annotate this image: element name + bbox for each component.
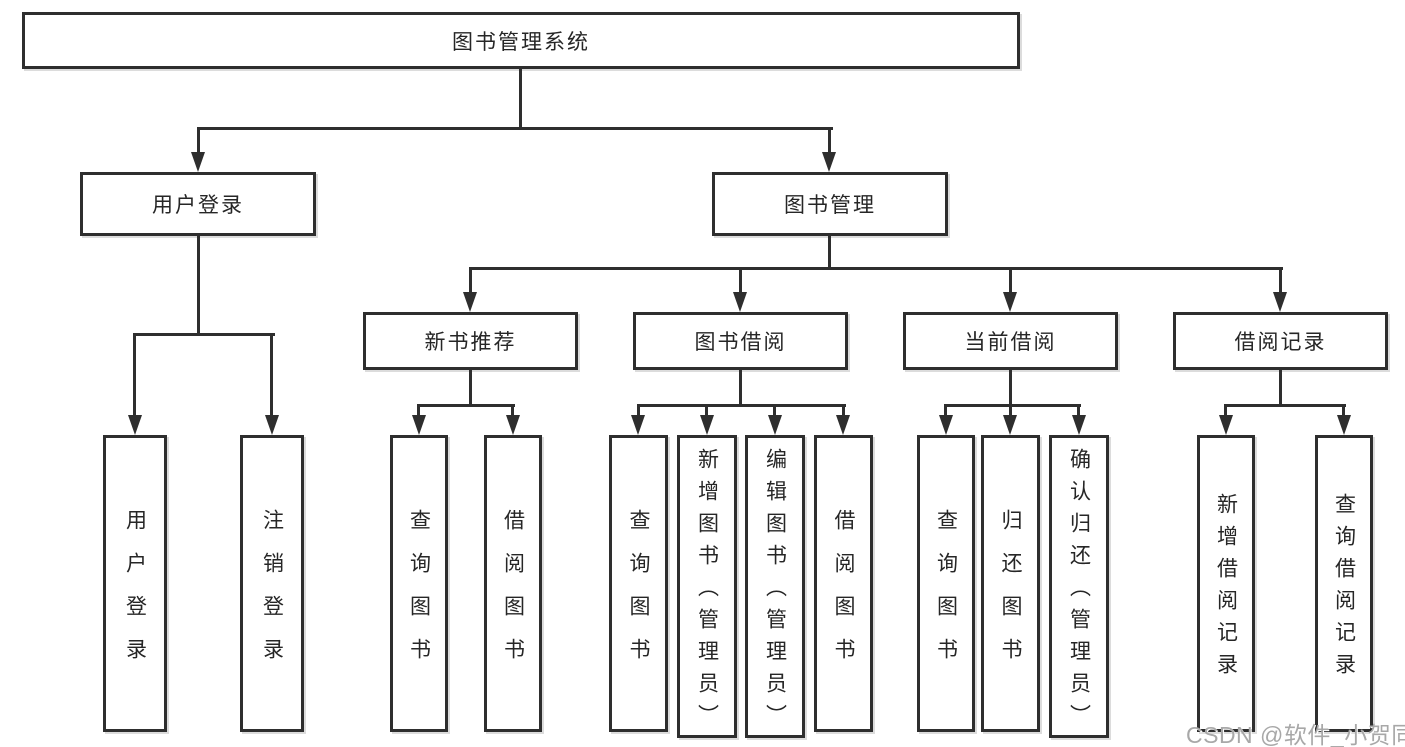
leaf-confirm-return-admin-label: 确认归还（管理员） <box>1067 448 1091 736</box>
leaf-borrow-book-recommend-label: 借阅图书 <box>501 508 525 681</box>
connector-drop-cur-confirm <box>1077 404 1080 417</box>
leaf-return-book-label: 归还图书 <box>999 508 1022 681</box>
arrowhead <box>836 415 850 435</box>
arrowhead <box>128 415 142 435</box>
leaf-confirm-return-admin: 确认归还（管理员） <box>1049 435 1109 738</box>
leaf-edit-book-admin: 编辑图书（管理员） <box>745 435 805 738</box>
arrowhead <box>265 415 279 435</box>
arrowhead <box>631 415 645 435</box>
connector-drop-current-borrow <box>1009 267 1012 294</box>
connector-current-bar <box>944 404 1081 407</box>
connector-drop-bor-query <box>637 404 640 417</box>
node-book-borrow: 图书借阅 <box>633 312 848 370</box>
connector-drop-rec-borrow <box>511 404 514 417</box>
connector-drop-user-login <box>197 127 200 154</box>
connector-root-bar <box>197 127 833 130</box>
connector-recommend-stem <box>469 370 472 407</box>
leaf-borrow-book-recommend: 借阅图书 <box>484 435 542 732</box>
connector-borrow-stem <box>739 370 742 407</box>
arrowhead <box>1273 292 1287 312</box>
connector-borrow-bar <box>637 404 846 407</box>
leaf-query-book-recommend: 查询图书 <box>390 435 448 732</box>
connector-user-login-bar <box>133 333 275 336</box>
leaf-logout: 注销登录 <box>240 435 304 732</box>
leaf-add-book-admin: 新增图书（管理员） <box>677 435 737 738</box>
connector-drop-log-add <box>1224 404 1227 417</box>
leaf-query-book-borrow-label: 查询图书 <box>627 508 650 681</box>
node-borrow-records: 借阅记录 <box>1173 312 1388 370</box>
connector-drop-bor-borrow <box>842 404 845 417</box>
node-user-login-label: 用户登录 <box>152 194 244 217</box>
arrowhead <box>463 292 477 312</box>
leaf-add-borrow-record: 新增借阅记录 <box>1197 435 1255 732</box>
leaf-query-book-recommend-label: 查询图书 <box>407 508 431 681</box>
leaf-add-borrow-record-label: 新增借阅记录 <box>1214 493 1238 685</box>
arrowhead <box>412 415 426 435</box>
connector-recommend-bar <box>417 404 515 407</box>
connector-drop-bor-add <box>705 404 708 417</box>
leaf-edit-book-admin-label: 编辑图书（管理员） <box>763 448 787 736</box>
leaf-borrow-book-label: 借阅图书 <box>832 508 855 681</box>
leaf-query-borrow-record-label: 查询借阅记录 <box>1332 493 1356 685</box>
connector-user-login-stem <box>197 236 200 336</box>
connector-records-stem <box>1279 370 1282 407</box>
node-current-borrow-label: 当前借阅 <box>964 331 1057 354</box>
arrowhead <box>939 415 953 435</box>
leaf-query-book-borrow: 查询图书 <box>609 435 668 732</box>
arrowhead <box>768 415 782 435</box>
connector-drop-cur-return <box>1009 404 1012 417</box>
node-new-book-recommend-label: 新书推荐 <box>424 331 517 354</box>
connector-current-stem <box>1009 370 1012 407</box>
arrowhead <box>191 152 205 172</box>
node-user-login: 用户登录 <box>80 172 316 236</box>
node-root-label: 图书管理系统 <box>452 30 590 54</box>
arrowhead <box>700 415 714 435</box>
node-new-book-recommend: 新书推荐 <box>363 312 578 370</box>
node-root: 图书管理系统 <box>22 12 1020 69</box>
connector-book-mgmt-stem <box>828 236 831 270</box>
arrowhead <box>506 415 520 435</box>
connector-drop-rec-query <box>417 404 420 417</box>
connector-drop-borrow-records <box>1279 267 1282 294</box>
node-book-management: 图书管理 <box>712 172 948 236</box>
connector-drop-book-mgmt <box>828 127 831 154</box>
connector-drop-log-query <box>1342 404 1345 417</box>
arrowhead <box>1003 292 1017 312</box>
connector-drop-leaf-user-login <box>133 333 136 417</box>
leaf-query-book-current-label: 查询图书 <box>934 508 958 681</box>
arrowhead <box>733 292 747 312</box>
watermark: CSDN @软件_小贺同学 <box>1186 722 1405 747</box>
arrowhead <box>822 152 836 172</box>
leaf-query-book-current: 查询图书 <box>917 435 975 732</box>
leaf-return-book: 归还图书 <box>981 435 1040 732</box>
leaf-user-login-label: 用户登录 <box>123 508 147 681</box>
node-book-management-label: 图书管理 <box>784 194 876 217</box>
node-borrow-records-label: 借阅记录 <box>1234 331 1327 354</box>
leaf-logout-label: 注销登录 <box>260 508 284 681</box>
leaf-borrow-book: 借阅图书 <box>814 435 873 732</box>
connector-book-mgmt-bar <box>469 267 1283 270</box>
leaf-user-login: 用户登录 <box>103 435 167 732</box>
leaf-query-borrow-record: 查询借阅记录 <box>1315 435 1373 732</box>
node-current-borrow: 当前借阅 <box>903 312 1118 370</box>
connector-drop-leaf-logout <box>270 333 273 417</box>
node-book-borrow-label: 图书借阅 <box>694 331 787 354</box>
connector-drop-cur-query <box>944 404 947 417</box>
connector-root-stem <box>519 69 522 128</box>
arrowhead <box>1072 415 1086 435</box>
leaf-add-book-admin-label: 新增图书（管理员） <box>695 448 719 736</box>
arrowhead <box>1219 415 1233 435</box>
connector-drop-new-book-recommend <box>469 267 472 294</box>
connector-drop-bor-edit <box>773 404 776 417</box>
connector-records-bar <box>1224 404 1346 407</box>
arrowhead <box>1337 415 1351 435</box>
arrowhead <box>1003 415 1017 435</box>
connector-drop-book-borrow <box>739 267 742 294</box>
